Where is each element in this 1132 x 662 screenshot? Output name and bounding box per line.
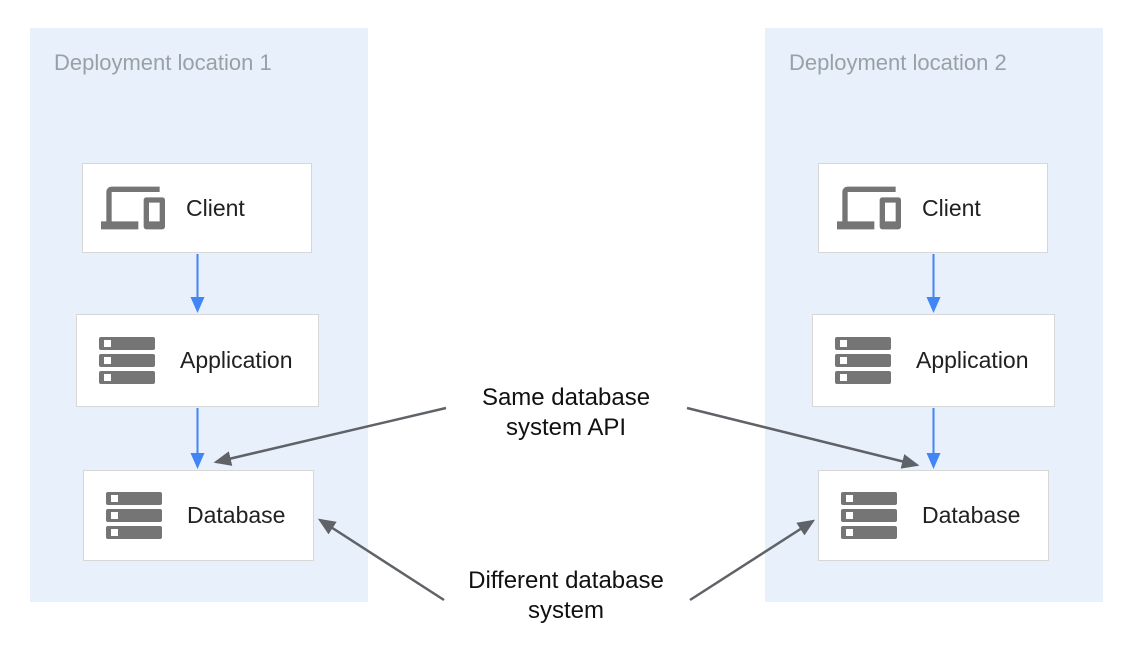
annotation-line: system bbox=[527, 597, 604, 624]
devices-icon bbox=[101, 176, 165, 240]
node-label: Application bbox=[180, 347, 293, 373]
node-database-2: Database bbox=[818, 470, 1049, 561]
annotation-line: Different database bbox=[468, 567, 664, 594]
node-application-1: Application bbox=[76, 314, 319, 407]
server-stack-icon bbox=[102, 492, 166, 539]
panel-deployment-location-1: Deployment location 1 Client bbox=[30, 28, 368, 602]
annotation-same-database-system-api: Same database system API bbox=[436, 383, 696, 443]
server-stack-icon bbox=[831, 337, 895, 384]
node-database-1: Database bbox=[83, 470, 314, 561]
annotation-different-database-system: Different database system bbox=[436, 566, 696, 626]
panel-deployment-location-2: Deployment location 2 Client bbox=[765, 28, 1103, 602]
node-label: Database bbox=[187, 502, 286, 528]
annotation-line: system API bbox=[505, 414, 627, 441]
node-client-2: Client bbox=[818, 163, 1048, 253]
node-label: Client bbox=[186, 194, 245, 221]
node-label: Database bbox=[922, 502, 1021, 528]
node-client-1: Client bbox=[82, 163, 312, 253]
devices-icon bbox=[837, 176, 901, 240]
node-label: Client bbox=[922, 194, 981, 221]
server-stack-icon bbox=[95, 337, 159, 384]
server-stack-icon bbox=[837, 492, 901, 539]
node-label: Application bbox=[916, 347, 1029, 373]
panel-title: Deployment location 2 bbox=[789, 50, 1007, 75]
annotation-line: Same database bbox=[481, 384, 651, 411]
node-application-2: Application bbox=[812, 314, 1055, 407]
panel-title: Deployment location 1 bbox=[54, 50, 272, 75]
